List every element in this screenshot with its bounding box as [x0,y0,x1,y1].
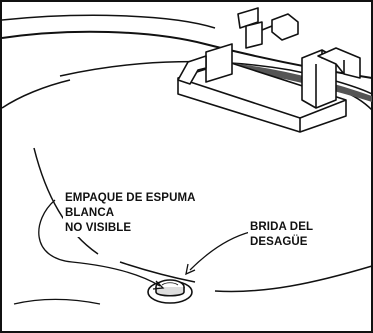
bowl-contour-front [13,298,101,305]
leader-foam-gasket-tip [152,280,165,290]
faucet [177,7,361,133]
foam-gasket-label-line2: BLANCA [65,207,115,219]
drain-flange-label-line1: BRIDA DEL [250,221,314,233]
drain-flange [147,279,193,304]
sink-rim-upper [1,14,216,29]
bowl-contour-bottom [119,261,196,283]
foam-gasket-label-line1: EMPAQUE DE ESPUMA [65,192,196,204]
bowl-contour-left [33,147,99,255]
leader-foam-gasket [38,199,161,287]
foam-gasket-label-line3: NO VISIBLE [65,222,132,234]
foam-gasket-callout: EMPAQUE DE ESPUMA BLANCA NO VISIBLE [63,190,198,237]
basin-edge-left [1,79,71,109]
leader-drain-flange-tip [185,263,196,276]
drain-flange-label-line2: DESAGÜE [250,236,308,248]
leader-drain-flange [189,231,251,271]
drain-flange-callout: BRIDA DEL DESAGÜE [248,219,316,251]
sink-rim-inner [59,60,373,95]
bowl-contour-right [214,265,373,293]
